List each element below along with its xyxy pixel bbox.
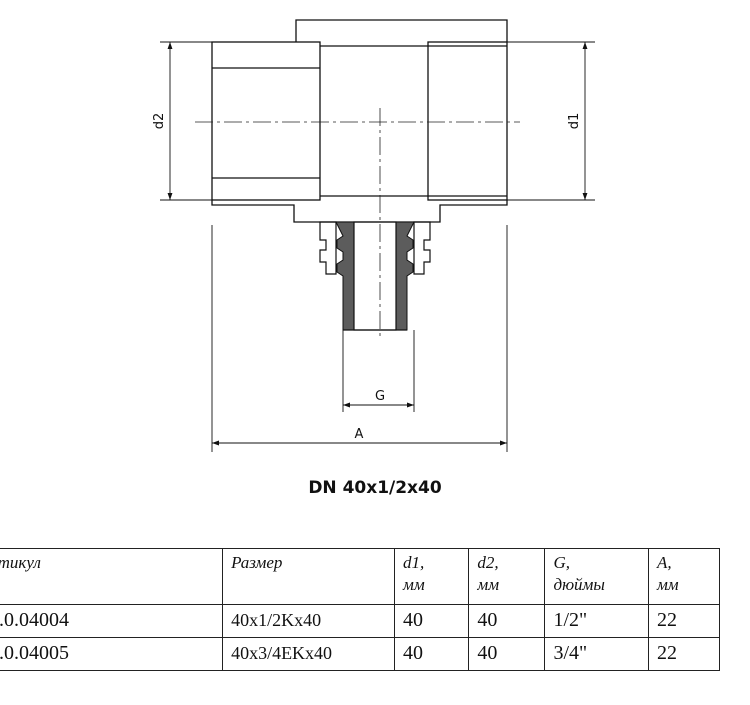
header-size-text: Размер — [231, 553, 283, 572]
header-d1-unit: мм — [403, 575, 425, 594]
header-a-text: A, — [656, 553, 672, 572]
header-d1-text: d1, — [403, 553, 425, 572]
header-a-unit: мм — [656, 575, 679, 594]
header-g: G, дюймы — [544, 548, 649, 605]
header-d2-text: d2, — [477, 553, 499, 572]
header-d1: d1, мм — [394, 548, 470, 605]
header-d2-unit: мм — [477, 575, 500, 594]
tee-fitting-drawing: d2 d1 G A — [152, 19, 595, 452]
threaded-branch — [319, 221, 431, 331]
table-header-row: Артикул Размер d1, мм d2, мм G, дюймы A, мм — [0, 548, 721, 605]
label-g: G — [375, 389, 385, 404]
label-d2: d2 — [152, 113, 167, 130]
cell-d2: 40 — [468, 637, 546, 671]
header-size: Размер — [222, 548, 396, 605]
fitting-caption: DN 40x1/2x40 — [308, 478, 442, 498]
spec-table: Артикул Размер d1,мм d2,мм G,дюймы A,мм … — [0, 548, 721, 671]
table-row: 34.0.04005 40x3/4EKx40 40 40 3/4" 22 — [0, 637, 721, 671]
cell-a: 22 — [647, 637, 721, 671]
cell-g: 3/4" — [544, 637, 649, 671]
label-a: A — [355, 427, 364, 442]
cell-size: 40x3/4EKx40 — [222, 637, 396, 671]
table-row: 34.0.04004 40x1/2Kx40 40 40 1/2" 22 — [0, 604, 721, 638]
cell-g: 1/2" — [544, 604, 649, 638]
label-d1: d1 — [567, 113, 582, 130]
cell-size: 40x1/2Kx40 — [222, 604, 396, 638]
cell-a: 22 — [647, 604, 721, 638]
fitting-body — [211, 19, 508, 223]
header-article: Артикул — [0, 548, 224, 605]
cell-d1: 40 — [394, 604, 470, 638]
header-g-text: G, — [553, 553, 570, 572]
cell-d2: 40 — [468, 604, 546, 638]
center-lines — [195, 108, 520, 340]
header-d2: d2, мм — [468, 548, 546, 605]
header-article-text: Артикул — [0, 553, 41, 572]
cell-article: 34.0.04004 — [0, 604, 224, 638]
cell-d1: 40 — [394, 637, 470, 671]
cell-article: 34.0.04005 — [0, 637, 224, 671]
header-a: A, мм — [647, 548, 721, 605]
dimension-lines — [160, 41, 595, 452]
header-g-unit: дюймы — [553, 575, 605, 594]
